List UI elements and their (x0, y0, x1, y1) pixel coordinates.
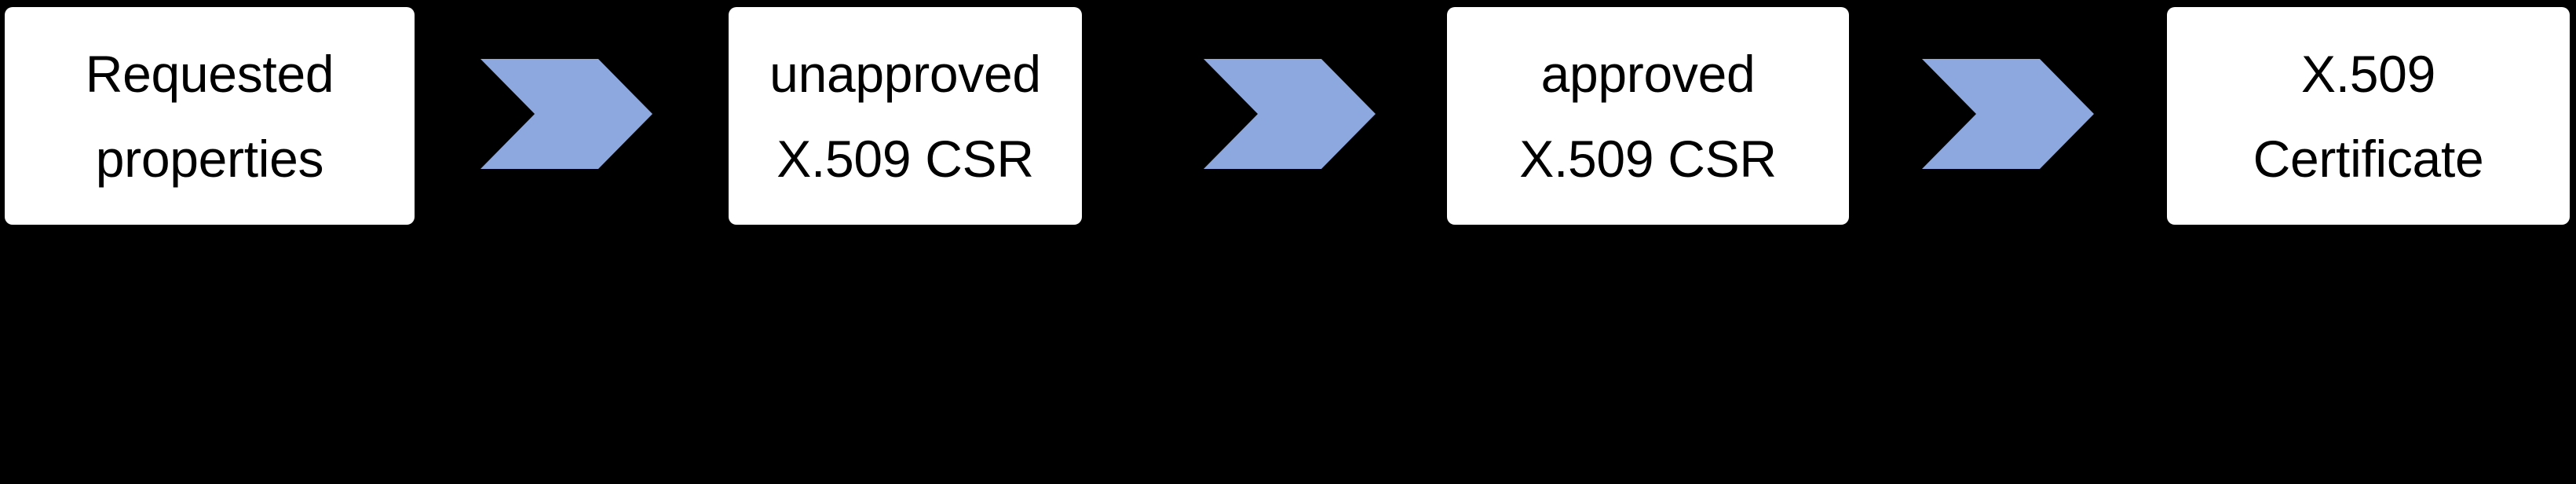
stage-box-x509-certificate[interactable]: X.509 Certificate (2167, 7, 2570, 225)
stage-label-line2: X.509 CSR (1519, 129, 1777, 188)
stage-label-line1: unapproved (769, 44, 1041, 103)
process-flow: Requested properties unapproved X.509 CS… (0, 0, 2576, 236)
chevron-right-arrow-icon (1204, 59, 1376, 169)
stage-label-line2: Certificate (2253, 129, 2484, 188)
stage-label-line2: X.509 CSR (776, 129, 1034, 188)
stage-label-line1: Requested (85, 44, 334, 103)
stage-label-line1: approved (1540, 44, 1756, 103)
chevron-right-arrow-icon (480, 59, 652, 169)
stage-box-unapproved-csr[interactable]: unapproved X.509 CSR (729, 7, 1082, 225)
chevron-right-arrow-icon (1922, 59, 2094, 169)
stage-box-requested-properties[interactable]: Requested properties (5, 7, 415, 225)
stage-box-approved-csr[interactable]: approved X.509 CSR (1447, 7, 1849, 225)
stage-label-line1: X.509 (2301, 44, 2435, 103)
stage-label-line2: properties (95, 129, 324, 188)
